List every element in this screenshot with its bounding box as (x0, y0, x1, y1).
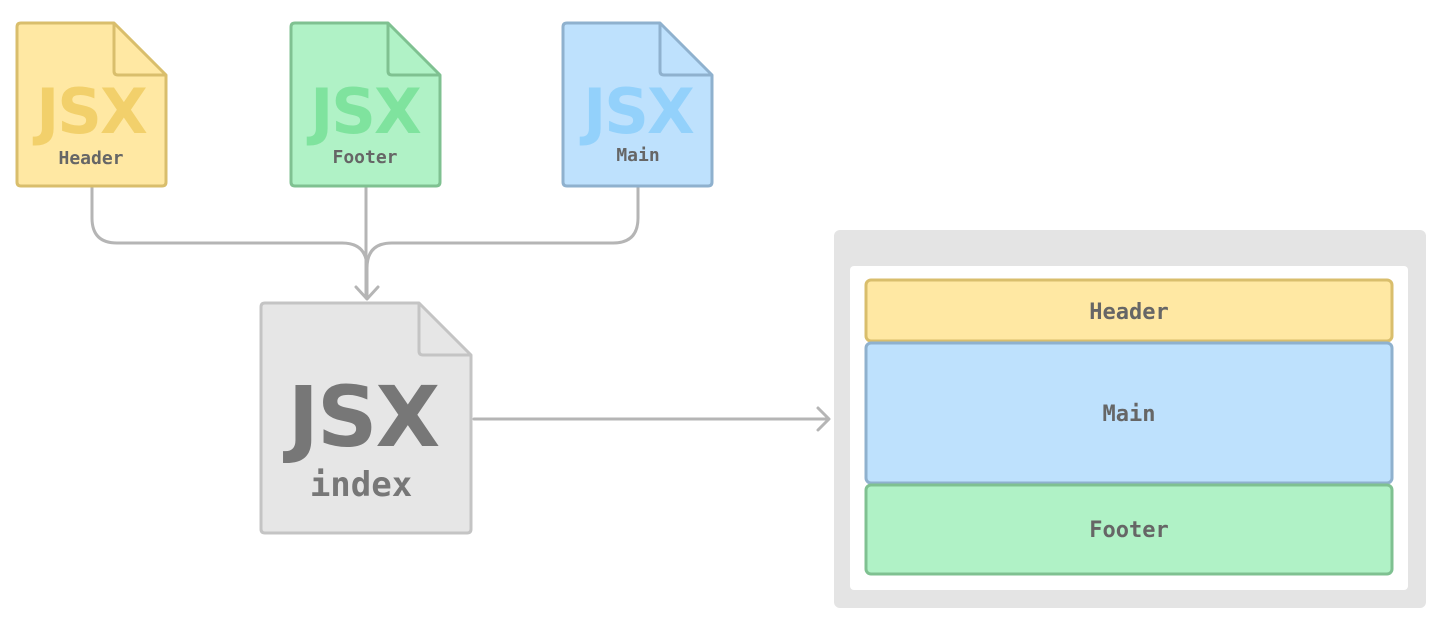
header-file-type-label: JSX (32, 75, 147, 148)
main-file-type-label: JSX (579, 75, 694, 148)
index-file-fold (417, 303, 471, 357)
footer-file-name: Footer (332, 147, 397, 168)
page-footer-block (864, 483, 1394, 576)
merge-arrowhead (354, 285, 380, 301)
index-file-body (259, 301, 473, 535)
index-file-type-label: JSX (283, 368, 440, 466)
index-file-icon: JSX index (259, 301, 473, 535)
page-header-section: Header (864, 278, 1394, 343)
header-file-body (15, 21, 168, 188)
header-to-index-connector (90, 186, 369, 298)
rendered-page: Header Main Footer (834, 230, 1426, 608)
page-main-block (864, 341, 1394, 485)
main-file-body (561, 21, 714, 188)
main-to-index-connector (365, 186, 640, 270)
main-file-fold (658, 23, 712, 77)
page-footer-section: Footer (864, 483, 1394, 576)
index-file-name: index (310, 465, 412, 505)
index-to-page-arrowhead (816, 406, 831, 432)
footer-file-fold (386, 23, 440, 77)
header-file-fold (112, 23, 166, 77)
page-main-label: Main (1103, 402, 1156, 427)
footer-file-icon: JSX Footer (289, 21, 442, 188)
header-file-name: Header (58, 148, 123, 169)
main-file-name: Main (616, 145, 659, 166)
connectors (90, 186, 831, 432)
footer-file-type-label: JSX (306, 75, 421, 148)
page-footer-label: Footer (1089, 518, 1168, 543)
page-header-block (864, 278, 1394, 343)
header-file-icon: JSX Header (15, 21, 168, 188)
page-header-label: Header (1089, 300, 1168, 325)
page-main-section: Main (864, 341, 1394, 485)
footer-file-body (289, 21, 442, 188)
main-file-icon: JSX Main (561, 21, 714, 188)
